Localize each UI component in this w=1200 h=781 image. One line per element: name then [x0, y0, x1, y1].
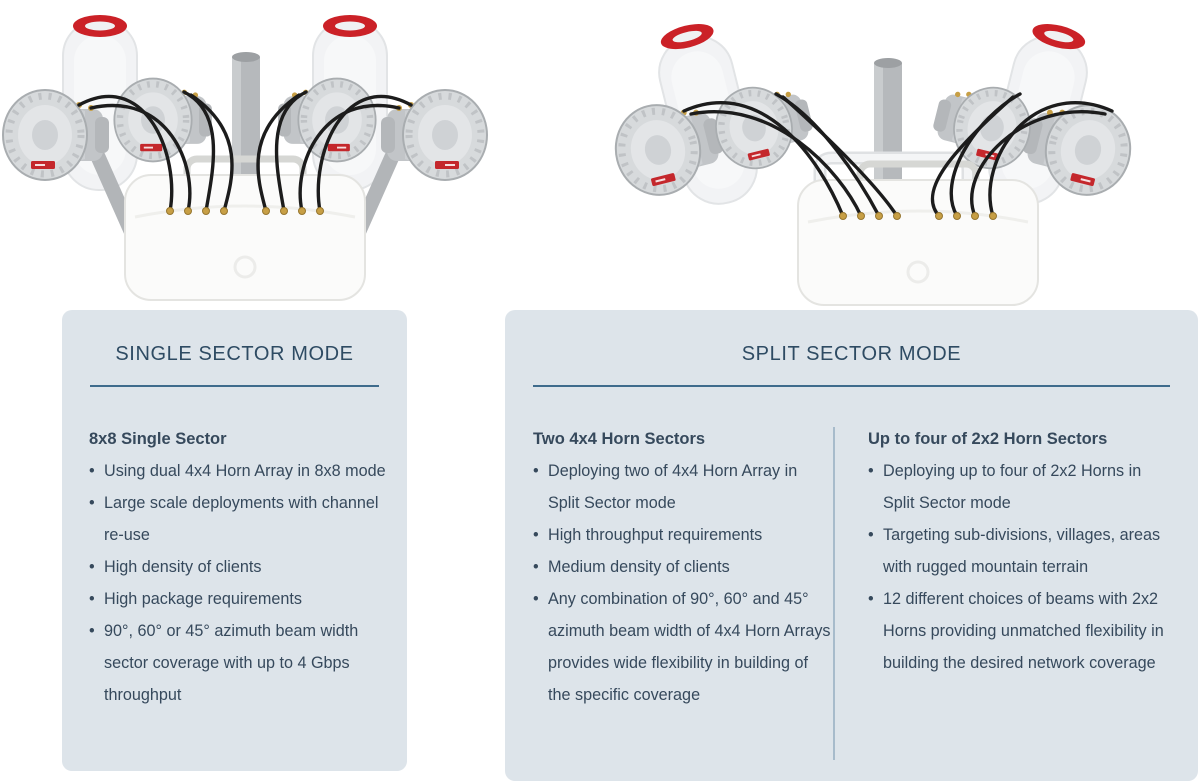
column-divider [833, 427, 835, 760]
red-handles [73, 15, 377, 37]
bullet-text: Medium density of clients [548, 558, 730, 576]
bullet-list: Using dual 4x4 Horn Array in 8x8 mode La… [89, 455, 387, 711]
single-sector-product-photo [0, 15, 495, 305]
bullet-item: Using dual 4x4 Horn Array in 8x8 mode [89, 455, 387, 487]
bullet-text: High throughput requirements [548, 526, 763, 544]
bullet-item: Deploying two of 4x4 Horn Array in Split… [533, 455, 833, 519]
split-sector-body: Two 4x4 Horn Sectors Deploying two of 4x… [505, 387, 1198, 768]
sma-connectors [839, 212, 997, 220]
section-two-4x4-horn-sectors: Two 4x4 Horn Sectors Deploying two of 4x… [533, 423, 833, 768]
title-divider [533, 385, 1170, 387]
split-sector-card: SPLIT SECTOR MODE Two 4x4 Horn Sectors D… [505, 310, 1198, 781]
section-heading: 8x8 Single Sector [89, 430, 227, 448]
bullet-item: Medium density of clients [533, 551, 833, 583]
split-sector-title: SPLIT SECTOR MODE [741, 343, 962, 365]
bullet-item: 90°, 60° or 45° azimuth beam width secto… [89, 615, 387, 711]
bullet-text: Large scale deployments with channel re-… [104, 494, 379, 544]
radio-enclosure [125, 159, 365, 300]
bullet-item: 12 different choices of beams with 2x2 H… [868, 583, 1170, 679]
radio-enclosure [798, 164, 1038, 305]
rf-cables [682, 92, 1114, 218]
bullet-item: Large scale deployments with channel re-… [89, 487, 387, 551]
bullet-text: 90°, 60° or 45° azimuth beam width secto… [104, 622, 359, 704]
bullet-text: 12 different choices of beams with 2x2 H… [883, 590, 1164, 672]
bullet-item: High package requirements [89, 583, 387, 615]
bullet-text: Using dual 4x4 Horn Array in 8x8 mode [104, 462, 386, 480]
single-sector-title: SINGLE SECTOR MODE [115, 343, 354, 365]
bullet-text: Deploying two of 4x4 Horn Array in Split… [548, 462, 798, 512]
section-heading: Up to four of 2x2 Horn Sectors [868, 430, 1108, 448]
bullet-item: Targeting sub-divisions, villages, areas… [868, 519, 1170, 583]
split-sector-product-photo [558, 19, 1178, 308]
single-sector-card: SINGLE SECTOR MODE 8x8 Single Sector Usi… [62, 310, 407, 771]
title-divider [90, 385, 379, 387]
section-up-to-four-2x2-horn-sectors: Up to four of 2x2 Horn Sectors Deploying… [868, 423, 1170, 768]
bullet-text: High package requirements [104, 590, 302, 608]
rf-cables [77, 90, 413, 213]
section-heading: Two 4x4 Horn Sectors [533, 430, 706, 448]
bullet-item: Deploying up to four of 2x2 Horns in Spl… [868, 455, 1170, 519]
sma-connectors [166, 207, 324, 215]
bullet-text: High density of clients [104, 558, 262, 576]
bullet-item: High density of clients [89, 551, 387, 583]
single-sector-body: 8x8 Single Sector Using dual 4x4 Horn Ar… [62, 387, 407, 711]
bullet-item: Any combination of 90°, 60° and 45° azim… [533, 583, 833, 711]
bullet-item: High throughput requirements [533, 519, 833, 551]
bullet-text: Any combination of 90°, 60° and 45° azim… [548, 590, 831, 704]
section-8x8-single-sector: 8x8 Single Sector Using dual 4x4 Horn Ar… [89, 423, 387, 711]
bullet-text: Deploying up to four of 2x2 Horns in Spl… [883, 462, 1142, 512]
bullet-list: Deploying two of 4x4 Horn Array in Split… [533, 455, 833, 711]
bullet-text: Targeting sub-divisions, villages, areas… [883, 526, 1161, 576]
bullet-list: Deploying up to four of 2x2 Horns in Spl… [868, 455, 1170, 679]
